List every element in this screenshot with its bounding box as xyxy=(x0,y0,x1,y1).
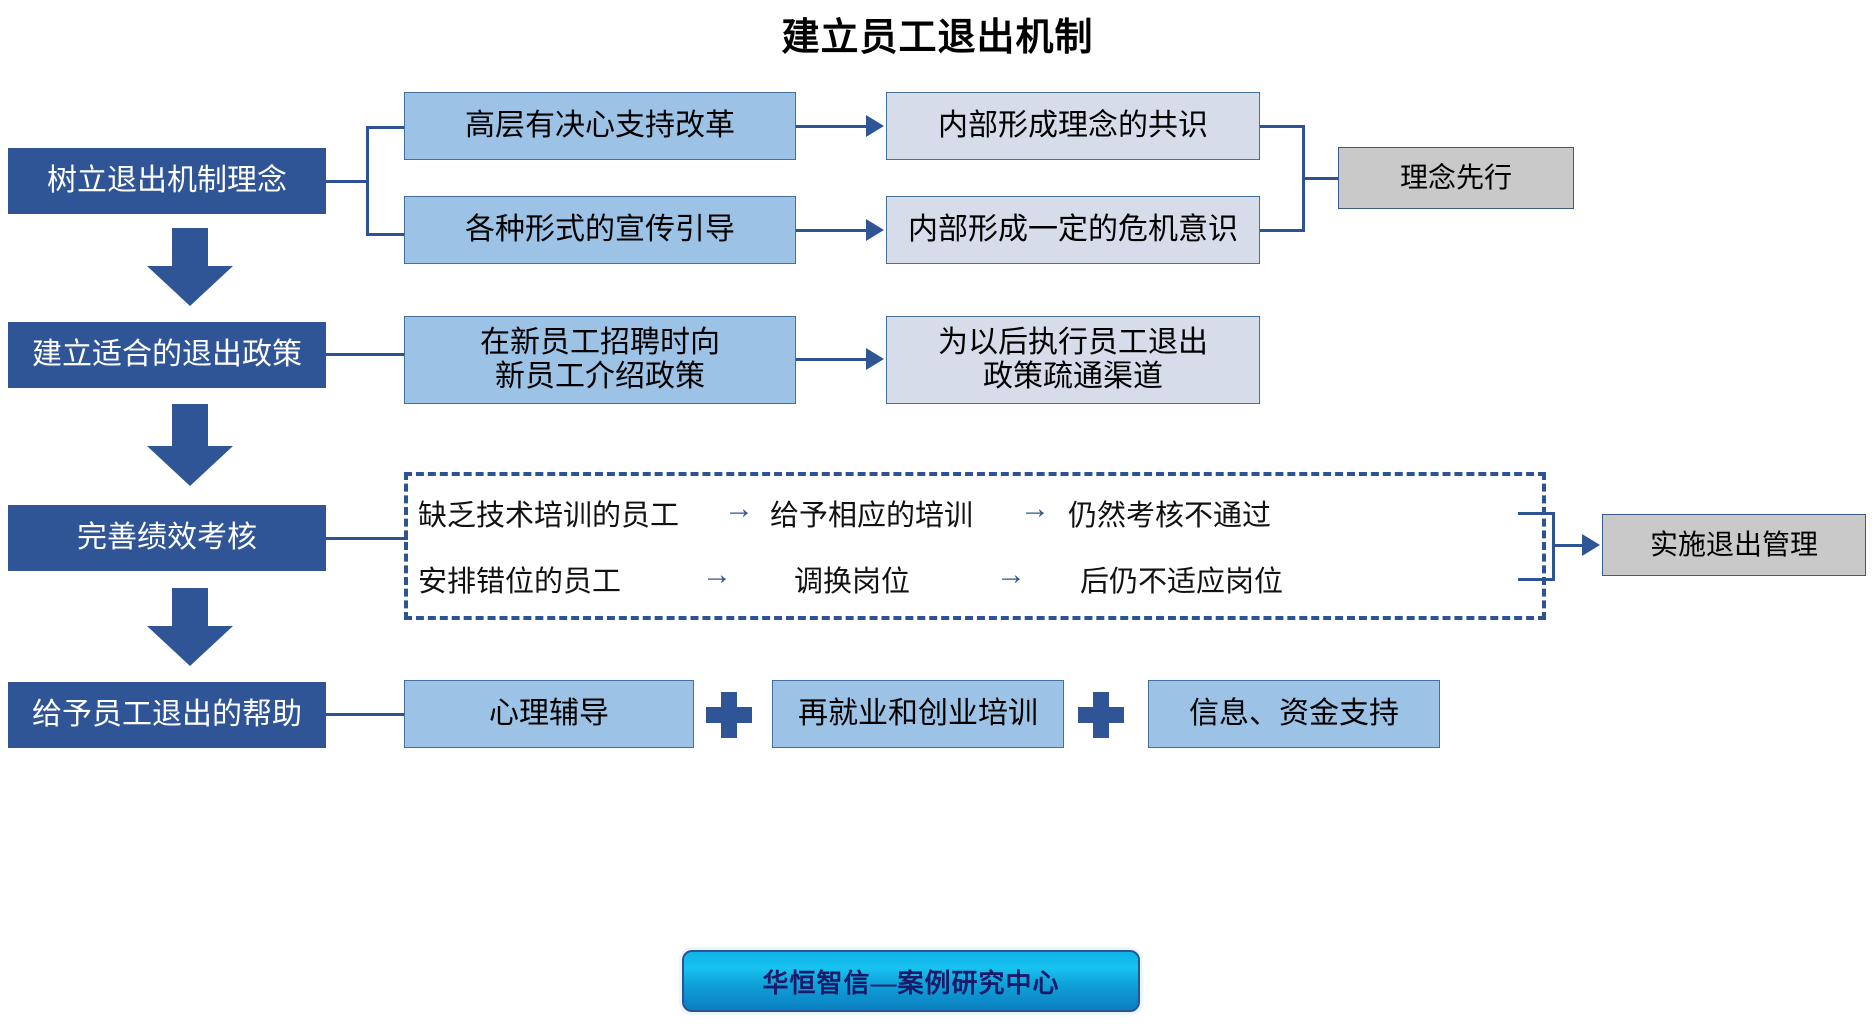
stage-flow-arrow-1 xyxy=(147,228,233,306)
row2-cause-line-1: 在新员工招聘时向 xyxy=(480,325,720,359)
row4-item-box-1[interactable]: 心理辅导 xyxy=(404,680,694,748)
row1-merge-top xyxy=(1260,125,1304,128)
row3-dashed-container: 缺乏技术培训的员工 → 给予相应的培训 → 仍然考核不通过 安排错位的员工 → … xyxy=(404,472,1546,620)
row4-item-label-2: 再就业和创业培训 xyxy=(798,696,1038,730)
row3-merge-bottom xyxy=(1518,578,1554,581)
stage-label-2: 建立适合的退出政策 xyxy=(32,337,302,371)
row3-result-box[interactable]: 实施退出管理 xyxy=(1602,514,1866,576)
footer-badge-label: 华恒智信—案例研究中心 xyxy=(762,968,1060,998)
row1-effect-label-2: 内部形成一定的危机意识 xyxy=(908,212,1238,246)
bracket-stage1-bottom xyxy=(366,233,410,236)
row2-effect-line-2: 政策疏通渠道 xyxy=(983,360,1163,393)
row3-flow2-arrow-1: → xyxy=(702,558,732,591)
row1-result-box[interactable]: 理念先行 xyxy=(1338,147,1574,209)
stage-box-3[interactable]: 完善绩效考核 xyxy=(8,505,326,571)
row3-flow1-arrow-1: → xyxy=(724,492,754,525)
stage-label-3: 完善绩效考核 xyxy=(77,520,257,554)
row1-cause-label-1: 高层有决心支持改革 xyxy=(465,108,735,142)
row1-arrow-head-2 xyxy=(866,219,884,241)
row1-cause-label-2: 各种形式的宣传引导 xyxy=(465,212,735,246)
connector-stage1-bracket xyxy=(326,180,368,183)
connector-stage3-dashed xyxy=(326,537,408,540)
row3-flow1-arrow-2: → xyxy=(1020,492,1050,525)
row1-cause-box-2[interactable]: 各种形式的宣传引导 xyxy=(404,196,796,264)
row4-item-label-3: 信息、资金支持 xyxy=(1189,696,1399,730)
row3-flow1-step1: 缺乏技术培训的员工 xyxy=(418,500,680,532)
row2-effect-line-1: 为以后执行员工退出 xyxy=(938,325,1208,359)
row2-cause-label: 在新员工招聘时向 新员工介绍政策 xyxy=(480,326,720,395)
row3-flow1-step3: 仍然考核不通过 xyxy=(1068,500,1272,532)
bracket-stage1-top xyxy=(366,126,410,129)
row3-flow2-step1: 安排错位的员工 xyxy=(418,566,622,598)
row3-result-label: 实施退出管理 xyxy=(1649,528,1818,560)
footer-badge[interactable]: 华恒智信—案例研究中心 xyxy=(682,950,1140,1012)
stage-flow-arrow-3 xyxy=(147,588,233,666)
row1-arrow-line-1 xyxy=(796,125,868,128)
row1-merge-to-result xyxy=(1302,177,1342,180)
row2-effect-label: 为以后执行员工退出 政策疏通渠道 xyxy=(938,326,1208,395)
row2-arrow-line xyxy=(796,358,868,361)
row2-effect-box[interactable]: 为以后执行员工退出 政策疏通渠道 xyxy=(886,316,1260,404)
row3-flow2-step2: 调换岗位 xyxy=(794,566,911,598)
stage-box-4[interactable]: 给予员工退出的帮助 xyxy=(8,682,326,748)
row4-item-box-2[interactable]: 再就业和创业培训 xyxy=(772,680,1064,748)
row2-cause-box[interactable]: 在新员工招聘时向 新员工介绍政策 xyxy=(404,316,796,404)
connector-stage4-row4 xyxy=(326,713,404,716)
row3-result-arrow-head xyxy=(1582,534,1600,556)
stage-box-2[interactable]: 建立适合的退出政策 xyxy=(8,322,326,388)
row3-merge-top xyxy=(1518,512,1554,515)
row3-flow1-step2: 给予相应的培训 xyxy=(770,500,974,532)
row1-arrow-line-2 xyxy=(796,229,868,232)
row3-flow2-arrow-2: → xyxy=(996,558,1026,591)
row1-result-label: 理念先行 xyxy=(1399,161,1512,193)
row3-flow2-step3: 后仍不适应岗位 xyxy=(1080,566,1284,598)
stage-box-1[interactable]: 树立退出机制理念 xyxy=(8,148,326,214)
row1-merge-bottom xyxy=(1260,229,1304,232)
row1-effect-label-1: 内部形成理念的共识 xyxy=(938,108,1208,142)
row1-effect-box-1[interactable]: 内部形成理念的共识 xyxy=(886,92,1260,160)
row2-cause-line-2: 新员工介绍政策 xyxy=(495,360,705,393)
stage-flow-arrow-2 xyxy=(147,404,233,488)
row1-cause-box-1[interactable]: 高层有决心支持改革 xyxy=(404,92,796,160)
row1-arrow-head-1 xyxy=(866,115,884,137)
row1-effect-box-2[interactable]: 内部形成一定的危机意识 xyxy=(886,196,1260,264)
row4-item-box-3[interactable]: 信息、资金支持 xyxy=(1148,680,1440,748)
plus-sign-2 xyxy=(1078,692,1124,738)
bracket-stage1-vertical xyxy=(366,126,369,236)
stage-label-1: 树立退出机制理念 xyxy=(47,163,287,197)
plus-sign-1 xyxy=(706,692,752,738)
stage-label-4: 给予员工退出的帮助 xyxy=(32,697,302,731)
row4-item-label-1: 心理辅导 xyxy=(489,696,609,730)
row3-merge-to-result xyxy=(1552,544,1584,547)
page-title: 建立员工退出机制 xyxy=(781,17,1094,59)
row2-arrow-head xyxy=(866,348,884,370)
connector-stage2-row2 xyxy=(326,353,404,356)
